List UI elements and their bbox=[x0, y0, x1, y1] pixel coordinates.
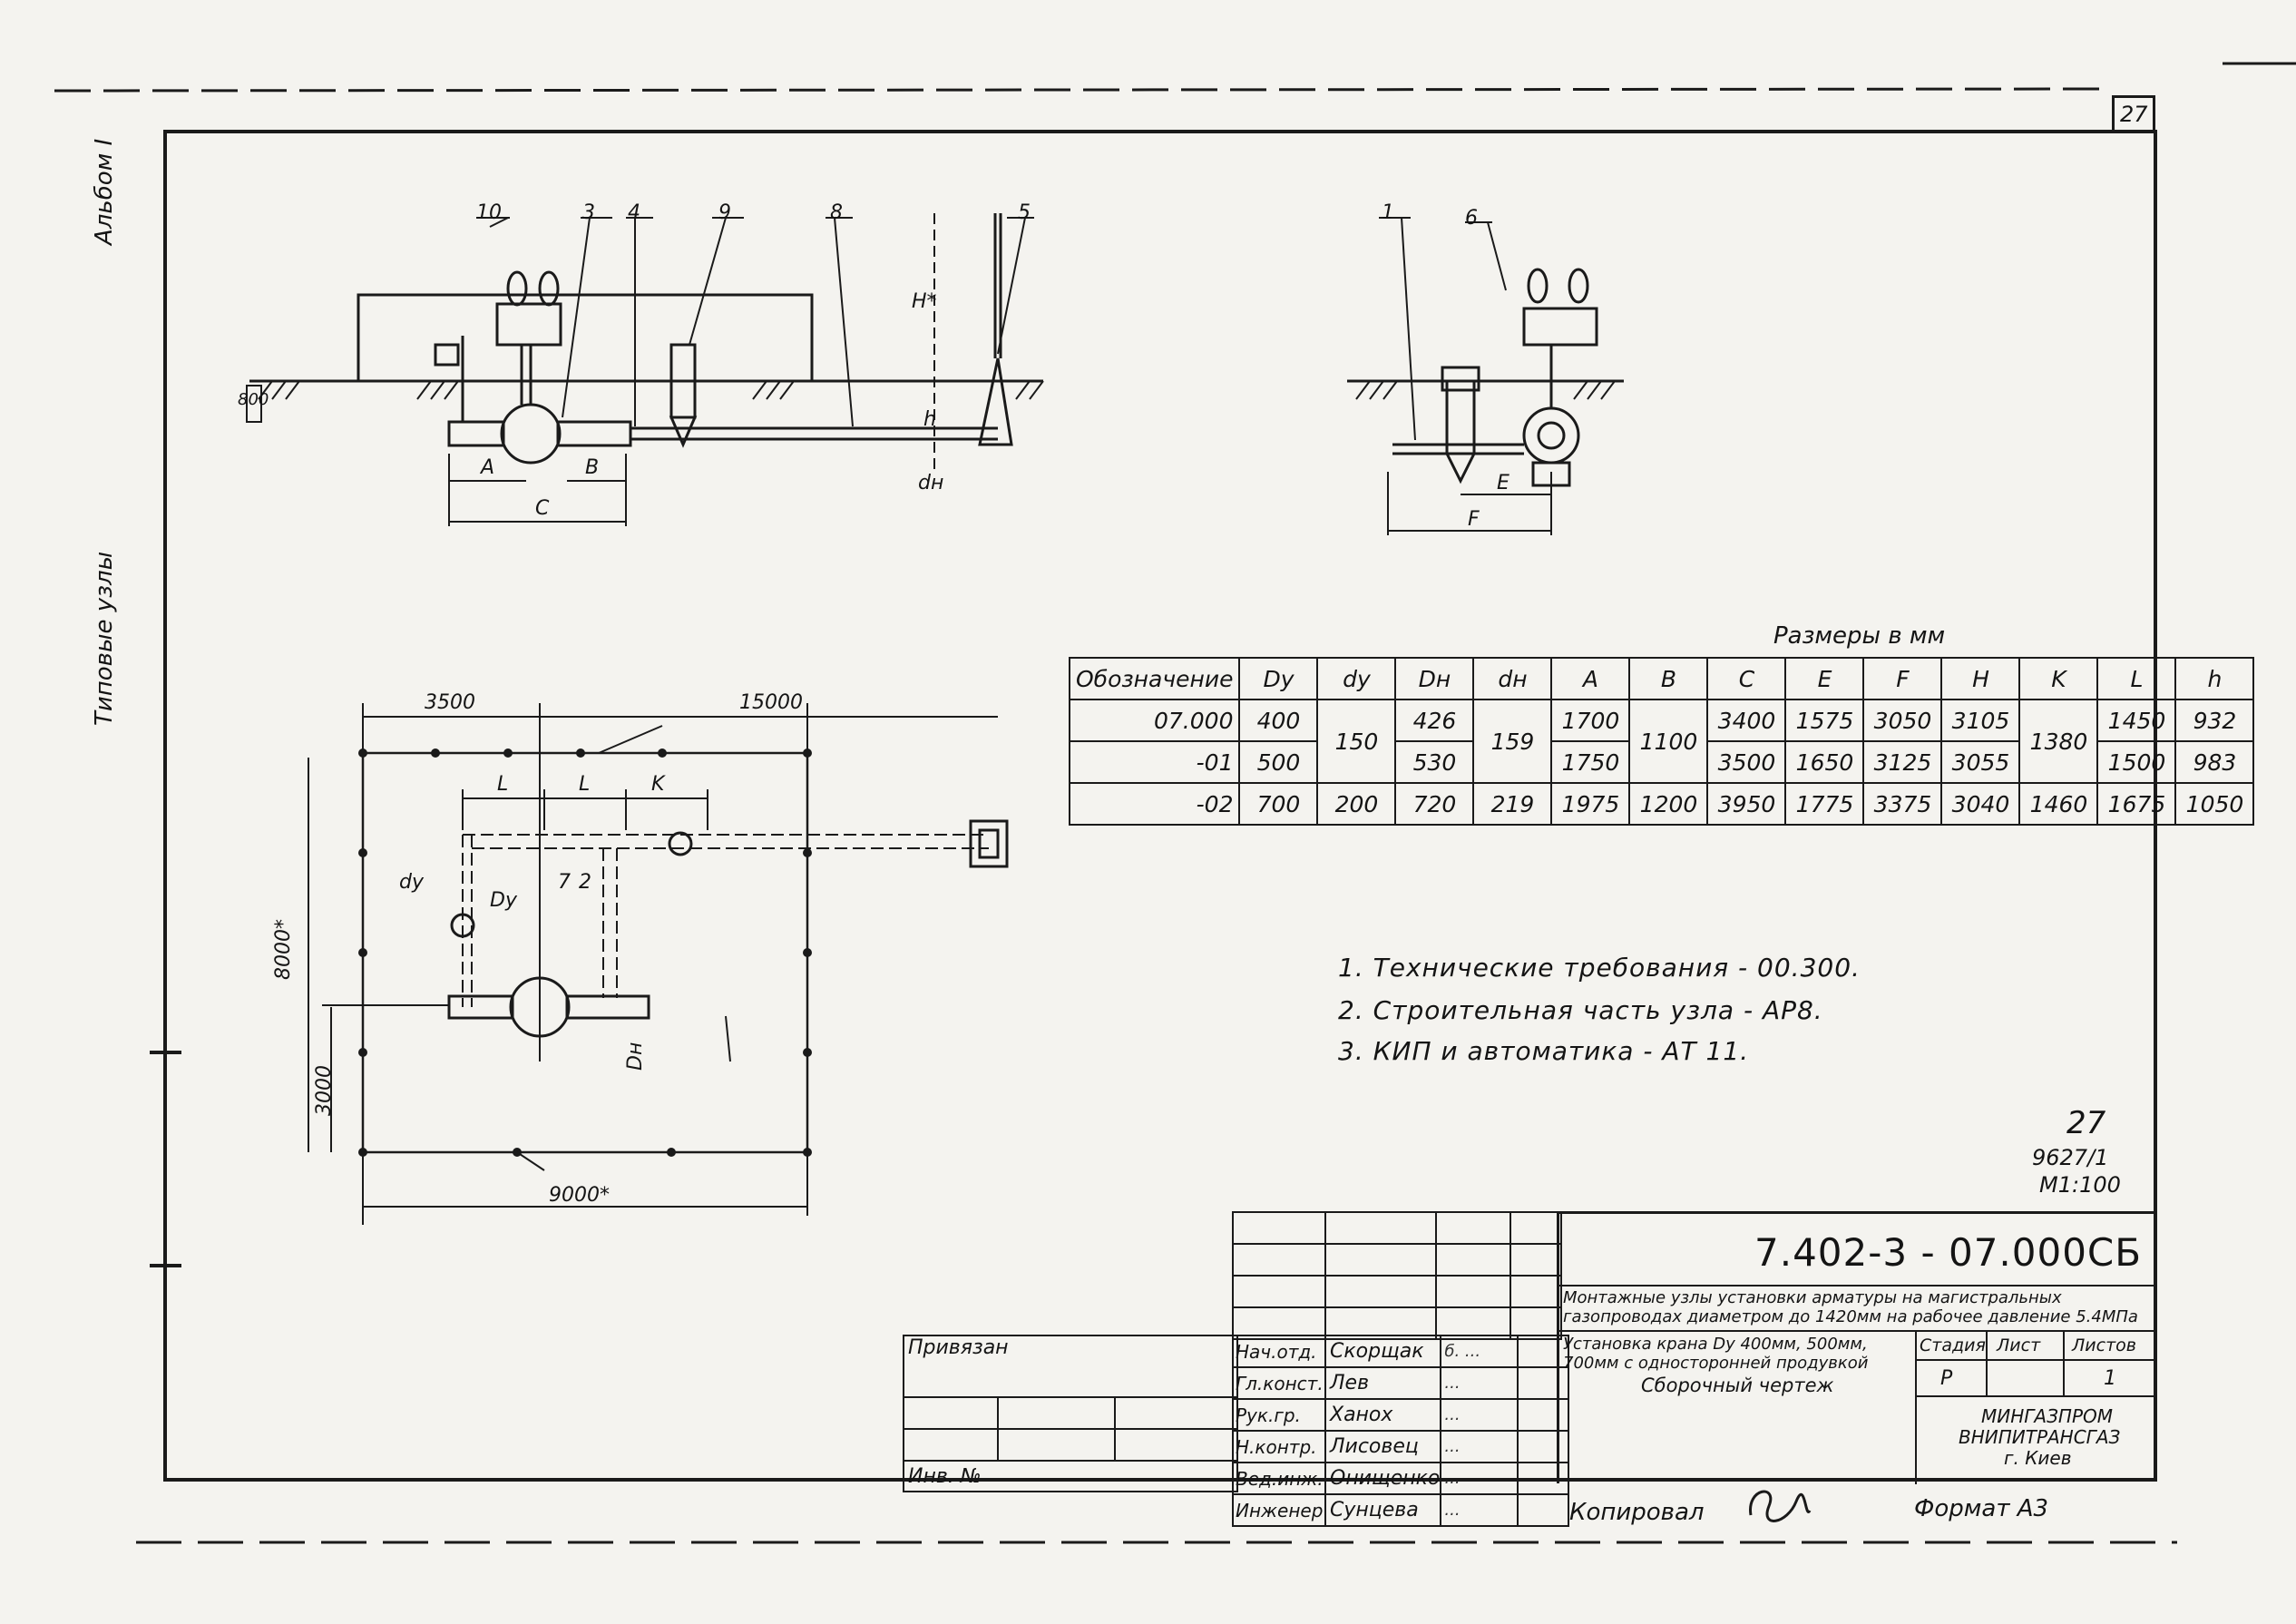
doc-code: 7.402-3 - 07.000СБ bbox=[1754, 1230, 2143, 1275]
th-Du: Dу bbox=[1238, 657, 1319, 700]
th-E: E bbox=[1784, 657, 1865, 700]
dimensions-table: Обозначение Dу dу Dн dн A B C E F H K L … bbox=[1068, 657, 2255, 826]
dim-C: C bbox=[535, 497, 550, 520]
callout-5: 5 bbox=[1018, 201, 1031, 224]
th-C: C bbox=[1706, 657, 1787, 700]
staff-row: Рук.гр. Ханох ... bbox=[1232, 1398, 1570, 1432]
org-1: МИНГАЗПРОМ bbox=[1981, 1405, 2113, 1427]
sheets-value: 1 bbox=[2104, 1367, 2116, 1390]
dim-dn: dн bbox=[918, 472, 944, 494]
staff-row: Инженер Сунцева ... bbox=[1232, 1493, 1570, 1527]
plan-Du: Dу bbox=[490, 889, 517, 912]
doc-title-3: Сборочный чертеж bbox=[1641, 1375, 1834, 1396]
dim-h: h bbox=[923, 408, 936, 431]
copier-signature bbox=[1749, 1490, 1812, 1522]
th-dn: dн bbox=[1472, 657, 1553, 700]
inv-label: Инв. № bbox=[903, 1460, 1238, 1492]
th-L: L bbox=[2096, 657, 2177, 700]
corner-sheet-box: 27 bbox=[2112, 95, 2155, 132]
plan-dim-15000: 15000 bbox=[739, 691, 803, 714]
note-2: 2. Строительная часть узла - АР8. bbox=[1338, 995, 1823, 1025]
plan-dim-8000: 8000* bbox=[272, 919, 295, 980]
format-label: Формат А3 bbox=[1914, 1495, 2049, 1522]
dim-F: F bbox=[1468, 508, 1480, 531]
plan-dim-L1: L bbox=[497, 773, 509, 796]
dim-H: Н* bbox=[912, 290, 937, 313]
stage-value: Р bbox=[1940, 1367, 1953, 1390]
copied-label: Копировал bbox=[1569, 1499, 1705, 1526]
org-3: г. Киев bbox=[2004, 1447, 2072, 1469]
dim-B: B bbox=[585, 456, 600, 479]
staff-row: Нач.отд. Скорщак б. ... bbox=[1232, 1335, 1570, 1368]
th-B: B bbox=[1628, 657, 1709, 700]
org-2: ВНИПИТРАНСГАЗ bbox=[1959, 1426, 2121, 1448]
plan-dim-9000: 9000* bbox=[549, 1184, 610, 1207]
th-designation: Обозначение bbox=[1068, 657, 1241, 700]
archive-page: 27 bbox=[2066, 1105, 2106, 1141]
plan-Dn: Dн bbox=[624, 1042, 647, 1071]
sheet-label: Лист bbox=[1997, 1335, 2041, 1355]
plan-2: 2 bbox=[579, 871, 591, 894]
dim-A: A bbox=[481, 456, 495, 479]
binding-block: Привязан Инв. № bbox=[903, 1335, 1238, 1492]
staff-row: Н.контр. Лисовец ... bbox=[1232, 1430, 1570, 1463]
table-header-row: Обозначение Dу dу Dн dн A B C E F H K L … bbox=[1068, 657, 2255, 700]
plan-du: dу bbox=[399, 871, 424, 894]
sheets-label: Листов bbox=[2072, 1335, 2136, 1355]
plan-7: 7 bbox=[558, 871, 571, 894]
dim-E: E bbox=[1497, 472, 1509, 494]
staff-row: Вед.инж. Онищенко ... bbox=[1232, 1462, 1570, 1495]
plan-dim-3000: 3000 bbox=[313, 1065, 336, 1116]
th-h: h bbox=[2174, 657, 2255, 700]
archive-number: 9627/1 bbox=[2032, 1145, 2109, 1170]
corner-sheet-number: 27 bbox=[2120, 102, 2148, 127]
th-Dn: Dн bbox=[1394, 657, 1475, 700]
plan-dim-K: K bbox=[651, 773, 665, 796]
table-row: 07.000 400 150 426 159 1700 1100 3400 15… bbox=[1068, 699, 2255, 784]
doc-title-2: Установка крана Dу 400мм, 500мм, 700мм с… bbox=[1563, 1335, 1869, 1373]
callout-3: 3 bbox=[582, 201, 595, 224]
th-A: A bbox=[1550, 657, 1631, 700]
note-1: 1. Технические требования - 00.300. bbox=[1338, 953, 1861, 983]
callout-1: 1 bbox=[1382, 201, 1394, 224]
plan-dim-3500: 3500 bbox=[425, 691, 475, 714]
th-H: H bbox=[1940, 657, 2021, 700]
callout-8: 8 bbox=[830, 201, 843, 224]
th-du: dу bbox=[1316, 657, 1397, 700]
th-K: K bbox=[2018, 657, 2099, 700]
table-caption: Размеры в мм bbox=[1773, 622, 1946, 650]
callout-4: 4 bbox=[628, 201, 640, 224]
note-3: 3. КИП и автоматика - АТ 11. bbox=[1338, 1036, 1750, 1066]
dim-800: 800 bbox=[238, 390, 269, 409]
archive-sheet-code: М1:100 bbox=[2039, 1172, 2121, 1198]
th-F: F bbox=[1862, 657, 1943, 700]
callout-6: 6 bbox=[1465, 207, 1478, 230]
staff-table: Нач.отд. Скорщак б. ... Гл.конст. Лев ..… bbox=[1232, 1335, 1570, 1527]
table-row: -01 500 530 1750 3500 1650 3125 3055 150… bbox=[1068, 740, 2255, 784]
stage-label: Стадия bbox=[1920, 1335, 1986, 1355]
callout-9: 9 bbox=[718, 201, 731, 224]
doc-title-1: Монтажные узлы установки арматуры на маг… bbox=[1563, 1288, 2138, 1326]
revision-grid bbox=[1232, 1211, 1562, 1340]
title-block: 7.402-3 - 07.000СБ Монтажные узлы устано… bbox=[1557, 1211, 2157, 1484]
callout-10: 10 bbox=[476, 201, 502, 224]
plan-dim-L2: L bbox=[579, 773, 591, 796]
table-row: -02 700 200 720 219 1975 1200 3950 1775 … bbox=[1068, 782, 2255, 826]
staff-row: Гл.конст. Лев ... bbox=[1232, 1366, 1570, 1400]
privyazan-label: Привязан bbox=[903, 1335, 1238, 1398]
